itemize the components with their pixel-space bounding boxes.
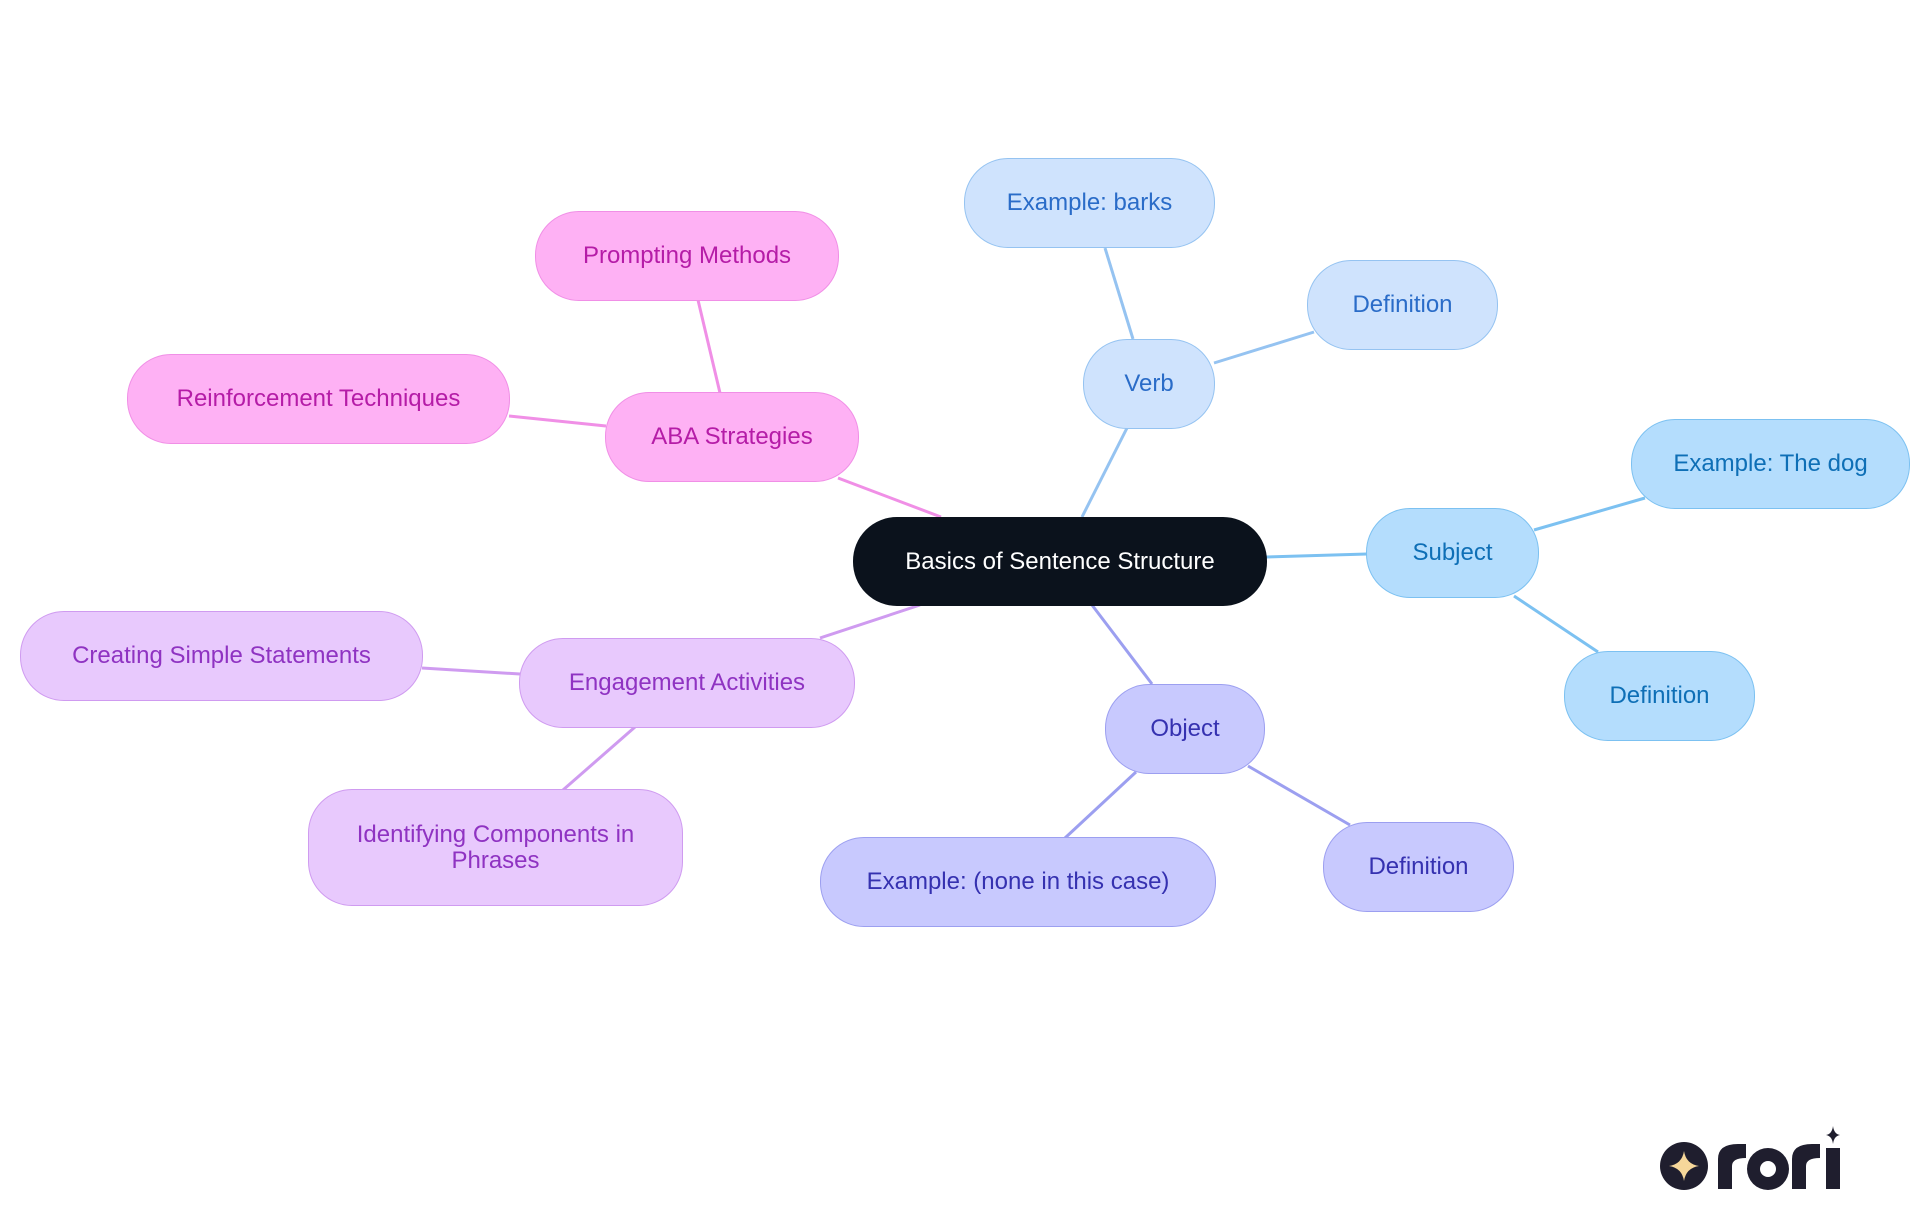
leaf-node-subject-example[interactable]: Example: The dog — [1631, 419, 1910, 509]
edge-root-aba — [837, 476, 942, 519]
leaf-node-aba-reinforcement-label: Reinforcement Techniques — [176, 385, 461, 412]
edge-object-definition — [1247, 764, 1351, 827]
edge-root-verb — [1080, 427, 1129, 518]
edge-verb-example — [1103, 247, 1135, 340]
leaf-node-aba-prompting-label: Prompting Methods — [582, 242, 792, 269]
logo-wordmark — [1718, 1126, 1840, 1190]
root-node-label: Basics of Sentence Structure — [905, 547, 1215, 575]
branch-node-object[interactable]: Object — [1105, 684, 1265, 774]
leaf-node-subject-example-label: Example: The dog — [1673, 450, 1868, 477]
leaf-node-engagement-statements-label: Creating Simple Statements — [72, 642, 371, 669]
edge-root-object — [1090, 604, 1154, 685]
branch-node-verb[interactable]: Verb — [1083, 339, 1215, 429]
branch-node-subject-label: Subject — [1412, 539, 1493, 566]
leaf-node-verb-definition[interactable]: Definition — [1307, 260, 1498, 350]
edge-root-subject — [1265, 552, 1368, 559]
leaf-node-object-definition[interactable]: Definition — [1323, 822, 1514, 912]
leaf-node-engagement-identifying[interactable]: Identifying Components in Phrases — [308, 789, 683, 906]
leaf-node-engagement-statements[interactable]: Creating Simple Statements — [20, 611, 423, 701]
branch-node-object-label: Object — [1150, 715, 1220, 742]
edge-aba-prompting — [696, 299, 722, 394]
leaf-node-object-example-label: Example: (none in this case) — [866, 868, 1170, 895]
edge-subject-definition — [1513, 594, 1599, 654]
edge-engagement-statements — [421, 666, 521, 676]
branch-node-engagement-label: Engagement Activities — [568, 669, 806, 696]
leaf-node-verb-definition-label: Definition — [1352, 291, 1453, 318]
edge-engagement-identifying — [562, 725, 636, 792]
edge-root-engagement — [819, 603, 921, 640]
leaf-node-aba-prompting[interactable]: Prompting Methods — [535, 211, 839, 301]
sparkle-icon — [1669, 1151, 1699, 1181]
branch-node-verb-label: Verb — [1124, 370, 1174, 397]
leaf-node-subject-definition-label: Definition — [1609, 682, 1710, 709]
rori-logo: rori — [1660, 1126, 1840, 1190]
branch-node-subject[interactable]: Subject — [1366, 508, 1539, 598]
edge-aba-reinforcement — [508, 414, 607, 428]
leaf-node-subject-definition[interactable]: Definition — [1564, 651, 1755, 741]
leaf-node-verb-example-label: Example: barks — [1006, 189, 1173, 216]
leaf-node-object-definition-label: Definition — [1368, 853, 1469, 880]
root-node[interactable]: Basics of Sentence Structure — [853, 517, 1267, 606]
leaf-node-aba-reinforcement[interactable]: Reinforcement Techniques — [127, 354, 510, 444]
edge-object-example — [1063, 770, 1138, 840]
branch-node-engagement[interactable]: Engagement Activities — [519, 638, 855, 728]
branch-node-aba[interactable]: ABA Strategies — [605, 392, 859, 482]
edge-verb-definition — [1213, 330, 1315, 365]
leaf-node-engagement-identifying-label: Identifying Components in Phrases — [356, 820, 635, 874]
branch-node-aba-label: ABA Strategies — [651, 423, 813, 450]
leaf-node-object-example[interactable]: Example: (none in this case) — [820, 837, 1216, 927]
leaf-node-verb-example[interactable]: Example: barks — [964, 158, 1215, 248]
edge-subject-example — [1533, 496, 1646, 532]
